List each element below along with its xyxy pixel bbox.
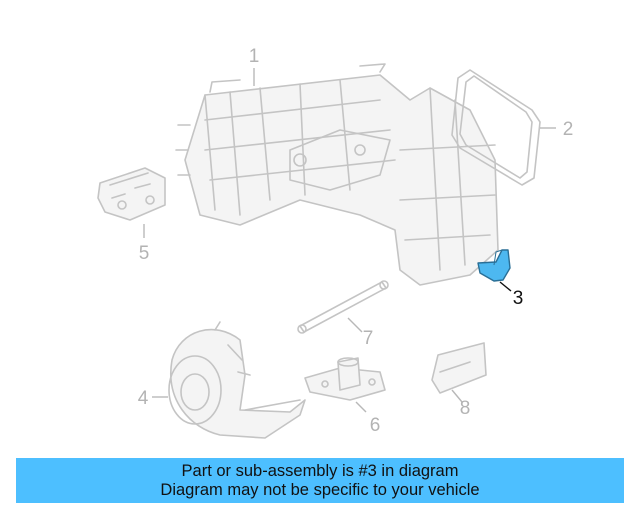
leader-6 — [355, 401, 367, 413]
callout-3: 3 — [513, 288, 524, 309]
callout-6: 6 — [370, 415, 381, 436]
callout-4: 4 — [138, 388, 149, 409]
part-6-bracket-motor — [304, 357, 386, 401]
banner-line-1: Part or sub-assembly is #3 in diagram — [181, 462, 459, 480]
info-banner: Part or sub-assembly is #3 in diagram Di… — [16, 458, 624, 503]
part-2-seal — [451, 69, 541, 186]
part-7-rod — [297, 280, 389, 334]
part-5-actuator — [97, 167, 166, 221]
callout-7: 7 — [363, 328, 374, 349]
leader-7 — [347, 317, 363, 333]
callout-5: 5 — [139, 243, 150, 264]
part-3-bracket — [477, 249, 511, 282]
part-8-plate — [431, 342, 487, 394]
callout-2: 2 — [563, 119, 574, 140]
part-1-housing — [175, 63, 499, 286]
banner-line-2: Diagram may not be specific to your vehi… — [160, 481, 480, 499]
callout-1: 1 — [249, 46, 260, 67]
part-4-blower — [168, 321, 306, 439]
callout-8: 8 — [460, 398, 471, 419]
leader-8 — [451, 389, 463, 403]
leader-3 — [499, 281, 512, 292]
